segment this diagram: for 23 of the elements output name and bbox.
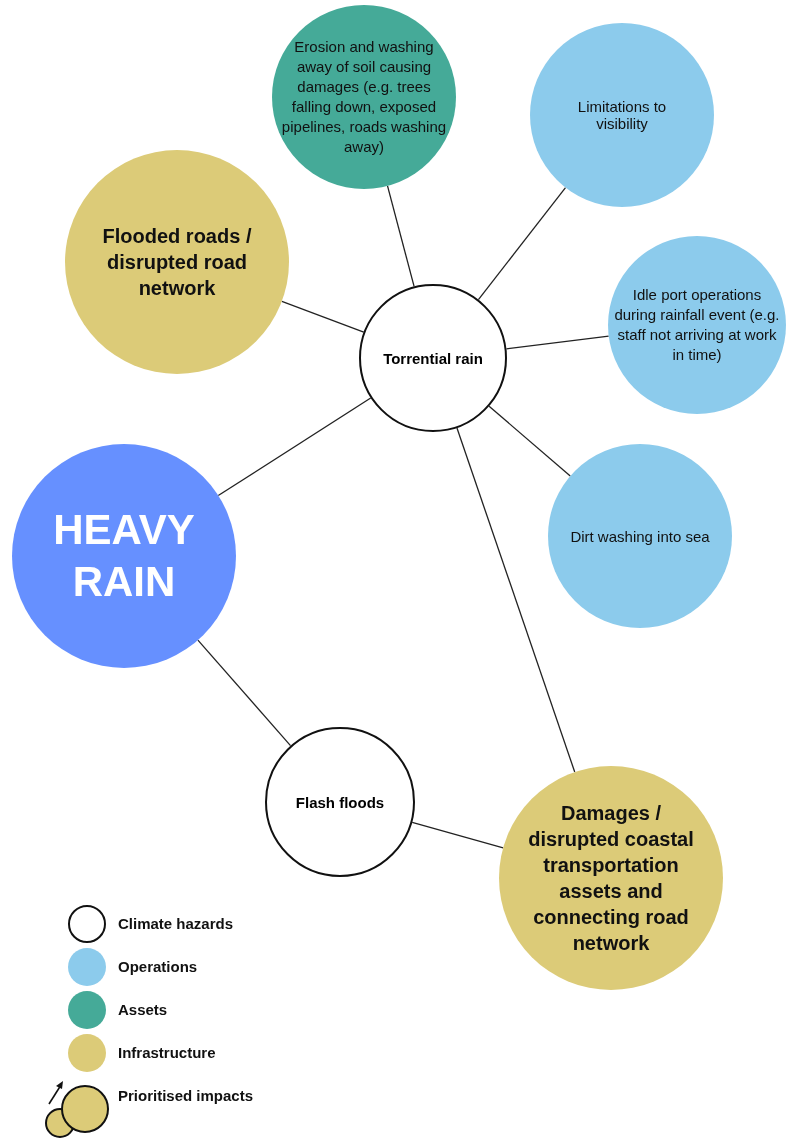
connector-line	[505, 335, 610, 350]
node-label: Torrential rain	[383, 349, 483, 367]
connector-line	[281, 300, 365, 333]
node-label: Flash floods	[295, 793, 385, 811]
connector-line	[197, 639, 292, 747]
node-label: Dirt washing into sea	[570, 527, 710, 545]
connector-line	[488, 405, 571, 477]
connector-line	[477, 186, 567, 301]
legend-label: Operations	[118, 958, 198, 975]
node-label: Idle port operations during rainfall event (e.g. staff not arriving at work in time)	[613, 285, 781, 365]
legend-label: Infrastructure	[118, 1044, 216, 1061]
node-label: Erosion and washing away of soil causing damages (e.g. trees falling down, exposed pipelines, roads washing away)	[280, 37, 448, 157]
node-label: Damages / disrupted coastal transportation assets and connecting road network	[527, 801, 695, 956]
connector-line	[411, 821, 504, 849]
node-label: Limitations to visibility	[576, 98, 668, 132]
connector-line	[217, 397, 372, 497]
connector-line	[386, 185, 415, 288]
connector-line	[456, 427, 576, 773]
legend-label: Assets	[118, 1001, 168, 1018]
legend-label: Climate hazards	[118, 915, 234, 932]
node-label: HEAVY RAIN	[52, 505, 196, 607]
legend-label: Prioritised impacts	[118, 1087, 254, 1104]
node-label: Flooded roads / disrupted road network	[101, 224, 253, 301]
